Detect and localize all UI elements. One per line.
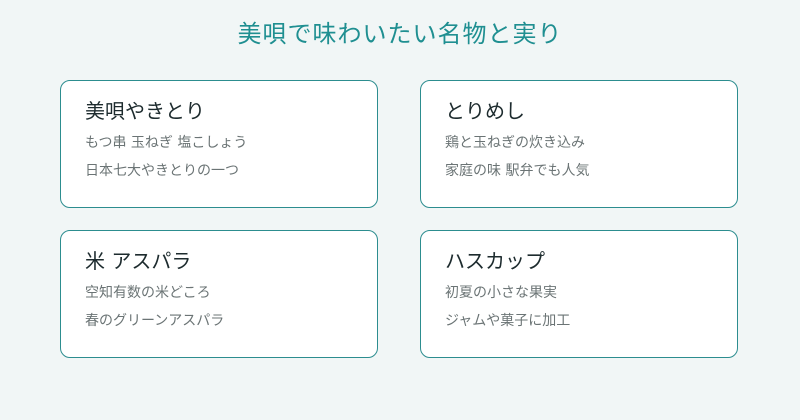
card-description-line: 空知有数の米どころ — [85, 285, 211, 301]
card-description-line: 鶏と玉ねぎの炊き込み — [445, 135, 585, 151]
card-bibai-yakitori: 美唄やきとり もつ串 玉ねぎ 塩こしょう 日本七大やきとりの一つ — [60, 80, 378, 208]
card-title: ハスカップ — [445, 249, 545, 273]
card-title: 米 アスパラ — [85, 249, 192, 273]
card-haskap: ハスカップ 初夏の小さな果実 ジャムや菓子に加工 — [420, 230, 738, 358]
card-description-line: 家庭の味 駅弁でも人気 — [445, 163, 590, 179]
card-torimeshi: とりめし 鶏と玉ねぎの炊き込み 家庭の味 駅弁でも人気 — [420, 80, 738, 208]
card-description-line: 春のグリーンアスパラ — [85, 313, 225, 329]
card-description-line: 日本七大やきとりの一つ — [85, 163, 239, 179]
card-description-line: ジャムや菓子に加工 — [445, 313, 571, 329]
page-title: 美唄で味わいたい名物と実り — [237, 20, 563, 48]
card-title: 美唄やきとり — [85, 99, 205, 123]
card-rice-asparagus: 米 アスパラ 空知有数の米どころ 春のグリーンアスパラ — [60, 230, 378, 358]
card-description-line: 初夏の小さな果実 — [445, 285, 557, 301]
card-title: とりめし — [445, 99, 525, 123]
card-description-line: もつ串 玉ねぎ 塩こしょう — [85, 135, 248, 151]
